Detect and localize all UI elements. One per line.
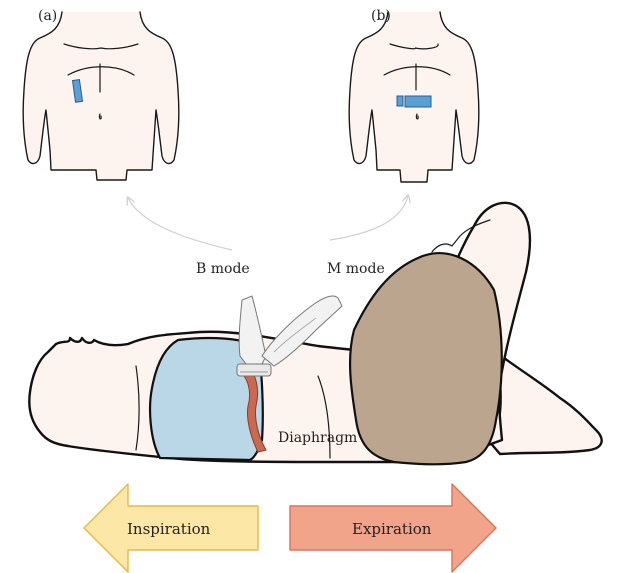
m-mode-pointer-arrow [330,196,408,240]
expiration-label: Expiration [352,520,432,538]
diaphragm-label: Diaphragm [278,430,357,446]
legs-cover [350,253,502,464]
inspiration-arrow: Inspiration [84,484,258,572]
b-mode-label: B mode [196,261,250,277]
torso-figure-a: (a) [23,8,179,180]
panel-b-label: (b) [371,8,391,24]
m-mode-label: M mode [327,261,385,277]
expiration-arrow: Expiration [290,484,496,572]
panel-a-label: (a) [38,8,57,24]
b-mode-pointer-arrow [128,198,232,250]
probe-patch-b-small [397,96,403,106]
patient-body [29,203,601,462]
probe-patch-b-wide [405,96,431,107]
torso-figure-b: (b) [349,8,479,182]
inspiration-label: Inspiration [127,520,211,538]
